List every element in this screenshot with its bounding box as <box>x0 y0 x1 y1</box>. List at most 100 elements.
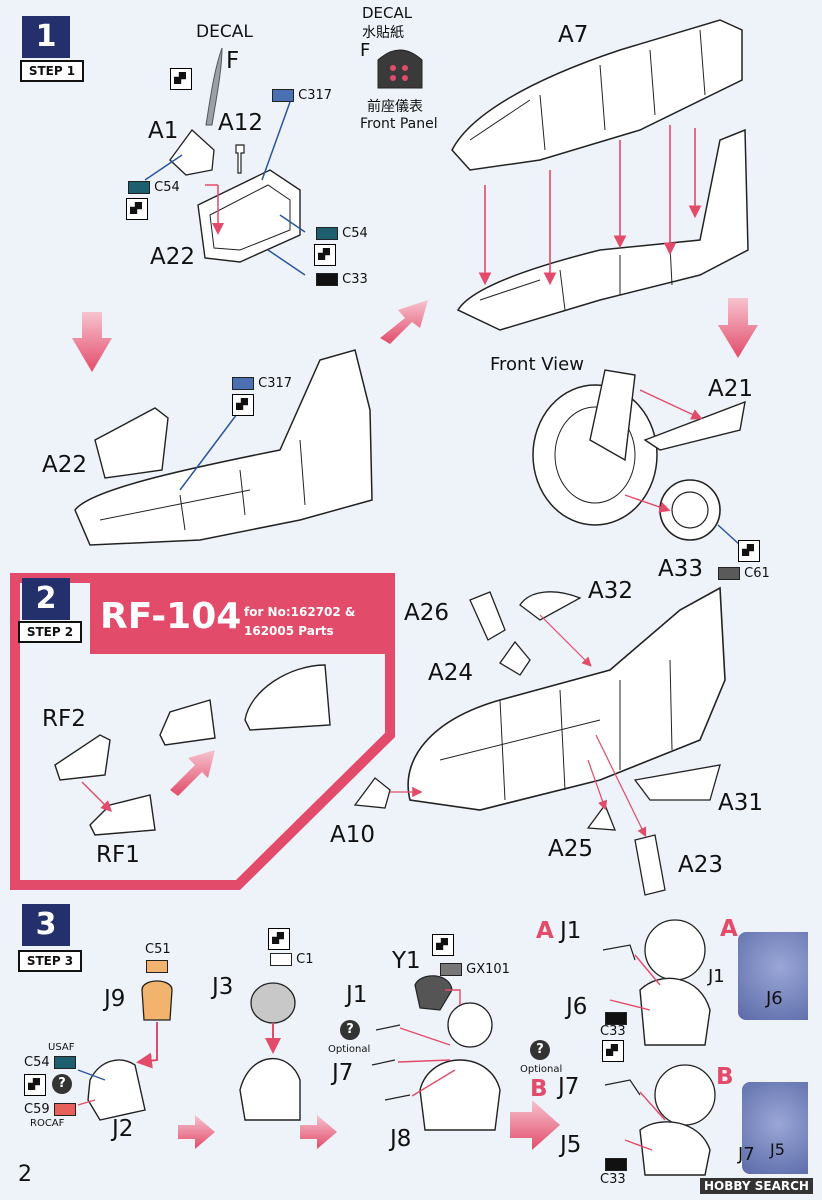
paint-icon <box>314 244 336 266</box>
color-chip-c59 <box>53 1103 76 1116</box>
decal-panel-title: DECAL <box>362 4 413 22</box>
part-a1-shape <box>169 129 215 176</box>
front-view-intake-shape <box>532 384 658 526</box>
paint-icon <box>126 198 148 220</box>
step1-label: STEP 1 <box>20 60 84 82</box>
decal-panel-caption-cn: 前座儀表 <box>367 99 423 115</box>
optional-icon: ? <box>340 1020 360 1040</box>
usaf-label: USAF <box>48 1042 75 1053</box>
rocaf-label: ROCAF <box>30 1118 65 1129</box>
part-j3-helmet-shape <box>250 982 296 1024</box>
color-gx101: GX101 <box>440 962 510 977</box>
color-chip-c51 <box>146 960 168 973</box>
optional-b-label: Optional <box>520 1064 563 1075</box>
decal-panel-caption-en: Front Panel <box>360 116 438 132</box>
part-y1-visor-shape <box>414 975 453 1011</box>
watermark: HOBBY SEARCH <box>700 1178 813 1194</box>
variant-a-photo-marker: A <box>720 916 738 942</box>
variant-b-helmet-shape <box>654 1064 716 1126</box>
part-a1-label: A1 <box>148 118 179 144</box>
front-panel-decal-shape <box>377 49 423 89</box>
part-j1-pilot-body-shape <box>419 1059 501 1131</box>
paint-icon <box>268 928 290 950</box>
color-c33-b: C33 <box>600 1172 626 1187</box>
flow-arrow-up-right <box>380 300 428 344</box>
part-a26-label: A26 <box>404 600 450 626</box>
photo-a-j6-label: J6 <box>766 988 783 1009</box>
decal-f-shape <box>205 47 223 126</box>
part-a22-tub-shape <box>197 169 301 263</box>
color-c54: C54 <box>128 180 180 195</box>
paint-icon <box>602 1040 624 1062</box>
decal-f-title: DECAL <box>196 22 253 42</box>
part-a10-shape <box>353 777 391 809</box>
fuselage-lower-shape <box>456 128 749 331</box>
part-a23-label: A23 <box>678 852 724 878</box>
rf-nose-shape <box>159 699 216 746</box>
flow-arrow-3a <box>178 1115 215 1149</box>
page-number: 2 <box>18 1162 32 1187</box>
variant-a-body-shape <box>639 977 711 1046</box>
rf104-banner <box>90 582 390 654</box>
rf104-sub2: 162005 Parts <box>244 624 334 638</box>
paint-icon <box>738 540 760 562</box>
part-j1-pilot-helmet-shape <box>447 1002 493 1048</box>
color-chip-c61 <box>718 567 740 580</box>
part-a31-shape <box>633 764 721 801</box>
part-a21-label: A21 <box>708 376 754 402</box>
part-a22-mid-shape <box>94 407 169 479</box>
step2-label: STEP 2 <box>18 621 82 643</box>
part-rf1-label: RF1 <box>96 842 140 868</box>
color-chip-c317 <box>272 89 294 102</box>
paint-icon <box>170 68 192 90</box>
part-a22-mid-label: A22 <box>42 452 88 478</box>
part-a25-label: A25 <box>548 836 594 862</box>
part-a33-label: A33 <box>658 556 704 582</box>
part-a26-shape <box>469 591 506 641</box>
decal-f-part: F <box>226 48 240 74</box>
color-c1: C1 <box>270 952 314 967</box>
rf104-sub1: for No:162702 & <box>244 605 356 619</box>
part-a12-label: A12 <box>218 110 264 136</box>
front-view-fin-shape <box>589 369 636 462</box>
color-c51-label: C51 <box>145 942 171 957</box>
flow-arrow-3c <box>510 1100 560 1150</box>
fuselage-mid-shape <box>74 349 373 546</box>
variant-b-marker: B <box>530 1076 548 1102</box>
part-j2-label: J2 <box>112 1116 134 1142</box>
decal-panel-title-cn: 水貼紙 <box>362 25 404 41</box>
part-a24-label: A24 <box>428 660 474 686</box>
color-chip-c54 <box>316 227 338 240</box>
part-a10-label: A10 <box>330 822 376 848</box>
step3-label: STEP 3 <box>18 950 82 972</box>
decal-panel-part: F <box>360 40 371 61</box>
paint-icon <box>432 934 454 956</box>
variant-b-j5-label: J5 <box>560 1132 582 1158</box>
part-a7-shape <box>451 19 743 171</box>
flow-arrow-down-right <box>718 298 758 358</box>
rf2-shape <box>54 734 111 781</box>
color-c61: C61 <box>718 566 770 581</box>
part-a7-label: A7 <box>558 22 589 48</box>
step1-number: 1 <box>22 16 70 58</box>
color-chip-c54 <box>128 181 150 194</box>
color-chip-gx101 <box>440 963 462 976</box>
color-c317-mid: C317 <box>232 376 292 391</box>
part-j9-label: J9 <box>104 986 126 1012</box>
color-c54-s3: C54 <box>24 1055 76 1070</box>
variant-a-j6-label: J6 <box>566 994 588 1020</box>
color-c59: C59 <box>24 1102 76 1117</box>
step2-fuselage-shape <box>407 586 726 811</box>
rf-nose-assembled-shape <box>244 664 331 731</box>
color-chip-c317 <box>232 377 254 390</box>
part-a12-shape <box>235 144 245 174</box>
part-j8-label: J8 <box>390 1126 412 1152</box>
part-j3-body-shape <box>239 1057 301 1121</box>
rf-flow-arrow <box>170 750 215 796</box>
color-c33: C33 <box>316 272 368 287</box>
rf104-title: RF-104 <box>100 596 242 637</box>
variant-b-j7-label: J7 <box>558 1074 580 1100</box>
part-j1-label: J1 <box>346 982 368 1008</box>
